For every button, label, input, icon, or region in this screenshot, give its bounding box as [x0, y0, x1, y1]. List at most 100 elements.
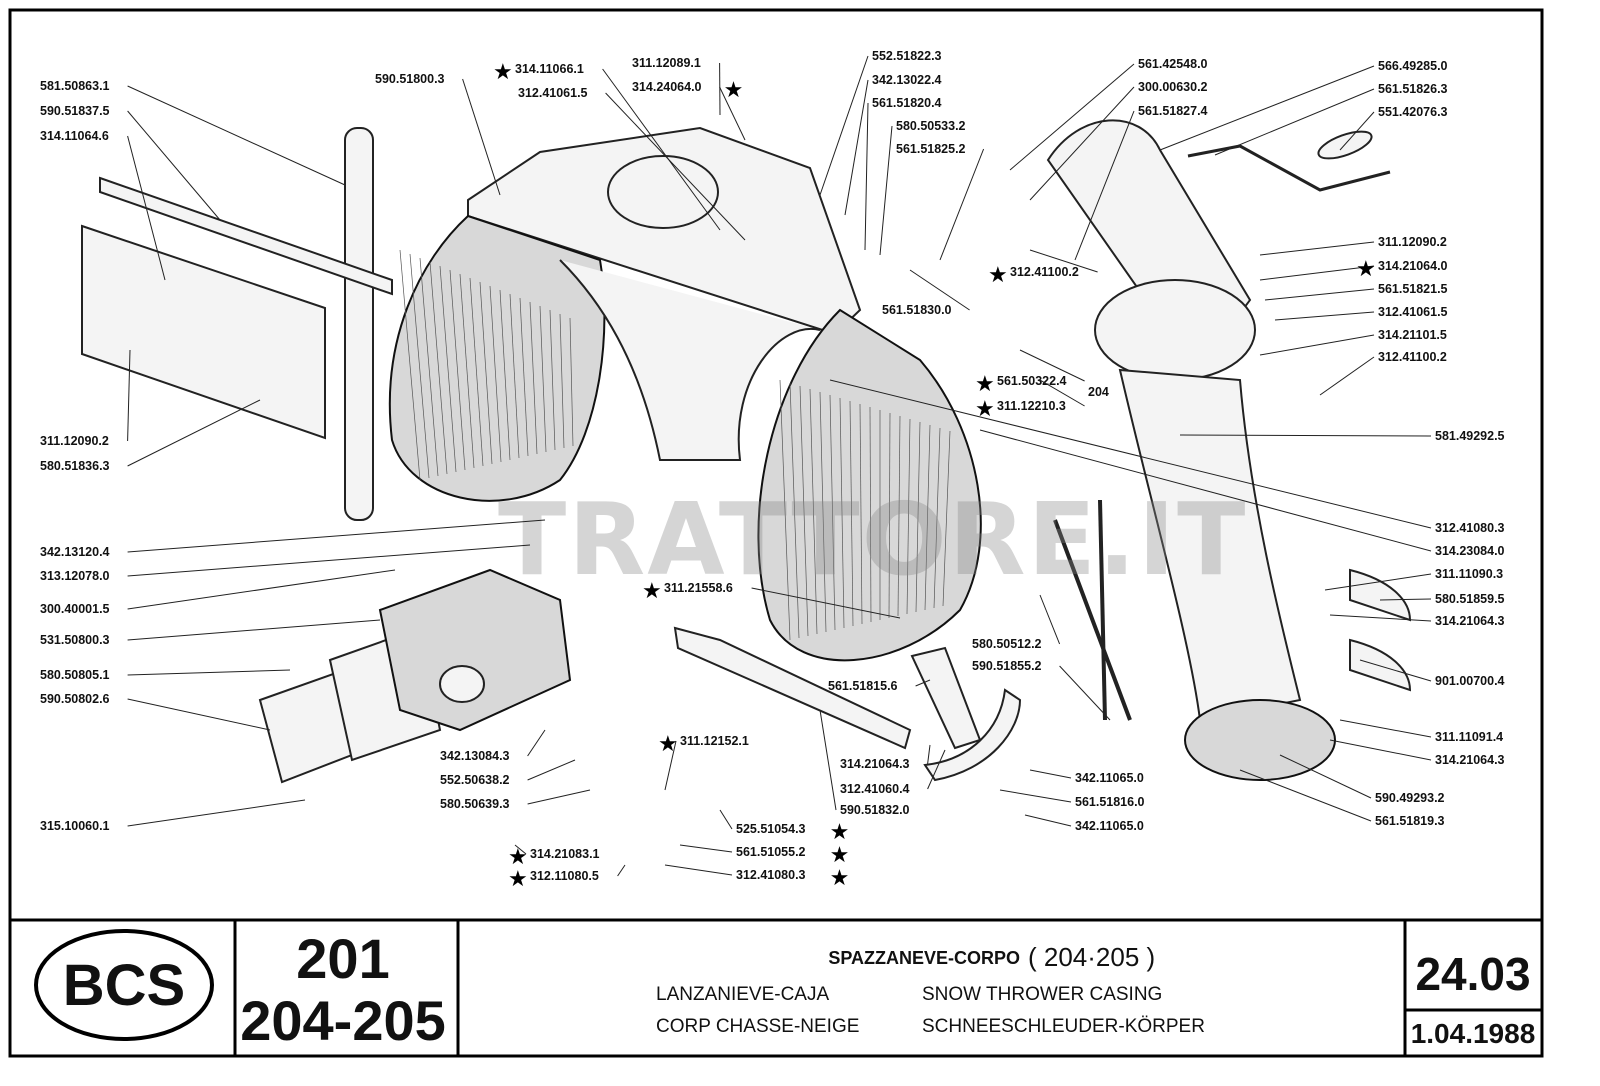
part-number: 312.11080.5 — [530, 869, 599, 883]
leader-line — [127, 85, 346, 186]
leader-line — [1179, 434, 1432, 437]
star-icon: ★ — [988, 263, 1008, 288]
leader-line — [1339, 111, 1375, 151]
part-label: 525.51054.3 ★ — [719, 809, 850, 845]
part-number: 566.49285.0 — [1378, 59, 1448, 73]
hatch-line — [915, 421, 921, 613]
part-label: 342.13022.4 — [844, 73, 942, 216]
part-label: 311.12090.2 — [40, 349, 131, 448]
part-number: 580.50533.2 — [896, 119, 966, 133]
part-number: 580.50639.3 — [440, 797, 510, 811]
part-label: 561.51826.3 — [1214, 82, 1448, 156]
title-italian: SPAZZANEVE-CORPO — [828, 948, 1020, 968]
part-number: 312.41100.2 — [1010, 265, 1079, 279]
part-number: 311.12089.1 — [632, 56, 701, 70]
hatch-line — [897, 415, 901, 617]
leader-line — [127, 799, 306, 827]
hatch-line — [449, 269, 466, 471]
leader-line — [127, 110, 221, 221]
model-numbers-line1: 201 — [296, 927, 389, 990]
leader-line — [1279, 754, 1372, 799]
hatch-line — [459, 273, 475, 469]
chute-opening — [607, 155, 719, 229]
part-number: 313.12078.0 — [40, 569, 110, 583]
leader-line — [1319, 356, 1375, 396]
part-number: 312.41061.5 — [518, 86, 588, 100]
part-label: 314.21064.3 — [1329, 739, 1505, 767]
star-icon: ★ — [830, 820, 850, 845]
leader-line — [939, 148, 985, 261]
hatch-line — [779, 379, 791, 641]
part-number: 311.11091.4 — [1435, 730, 1503, 744]
leader-line — [909, 269, 970, 311]
part-label: 313.12078.0 — [40, 544, 531, 583]
hatch-line — [509, 293, 520, 459]
leader-line — [679, 844, 733, 853]
part-number: 312.41061.5 — [1378, 305, 1448, 319]
leader-line — [1029, 86, 1135, 201]
part-number: 590.49293.2 — [1375, 791, 1445, 805]
part-label: 314.11066.1★ — [493, 60, 721, 231]
housing-back-wall — [559, 259, 821, 461]
part-number: 590.51800.3 — [375, 72, 445, 86]
part-number: 314.21101.5 — [1378, 328, 1447, 342]
leader-line — [1039, 379, 1085, 407]
leader-line — [999, 789, 1072, 803]
leader-line — [1339, 719, 1432, 738]
part-label: 581.49292.5 — [1179, 429, 1505, 443]
star-icon: ★ — [658, 732, 678, 757]
part-label: 312.41080.3 — [829, 379, 1505, 535]
hatch-line — [539, 305, 547, 453]
part-label: 901.00700.4 — [1359, 659, 1505, 688]
part-number: 300.40001.5 — [40, 602, 110, 616]
part-number: 342.13084.3 — [440, 749, 510, 763]
hatch-line — [906, 418, 911, 615]
star-icon: ★ — [508, 845, 528, 870]
star-icon: ★ — [508, 867, 528, 892]
part-number: 561.51819.3 — [1375, 814, 1445, 828]
leader-line — [1274, 311, 1375, 321]
leader-line — [127, 669, 291, 676]
page-number: 24.03 — [1415, 948, 1530, 1000]
part-number: 312.41080.3 — [736, 868, 806, 882]
hatch-line — [469, 277, 484, 467]
part-label: 314.21101.5 — [1259, 328, 1447, 356]
leader-line — [844, 79, 869, 216]
part-number: 312.41080.3 — [1435, 521, 1505, 535]
leader-line — [527, 729, 546, 757]
part-number: 552.50638.2 — [440, 773, 510, 787]
hatch-line — [819, 391, 827, 633]
leader-line — [829, 379, 1432, 529]
part-number: 561.51821.5 — [1378, 282, 1448, 296]
part-label: 312.41061.5 — [518, 86, 746, 241]
leader-line — [602, 68, 721, 231]
part-label: 561.51820.4 — [864, 96, 942, 251]
scraper-plate — [81, 224, 326, 440]
part-label: 580.50805.1 — [40, 668, 291, 682]
part-label: 312.41061.5 — [1274, 305, 1448, 321]
leader-line — [915, 679, 931, 687]
deflector-blade — [1349, 568, 1412, 622]
part-label: 531.50800.3 — [40, 619, 381, 647]
hatch-line — [859, 403, 863, 625]
part-number: 552.51822.3 — [872, 49, 942, 63]
part-number: 901.00700.4 — [1435, 674, 1505, 688]
part-number: 580.50805.1 — [40, 668, 110, 682]
part-label: 580.51836.3 — [40, 399, 261, 473]
leader-line — [514, 844, 527, 855]
chute-lower-tube — [1118, 368, 1302, 722]
hatch-line — [933, 427, 941, 609]
part-label: 552.51822.3 — [819, 49, 942, 196]
title-german: SCHNEESCHLEUDER-KÖRPER — [922, 1016, 1205, 1037]
part-label: 580.50639.3 — [440, 789, 591, 811]
part-number: 580.51859.5 — [1435, 592, 1505, 606]
part-number: 561.42548.0 — [1138, 57, 1208, 71]
part-label: 300.40001.5 — [40, 569, 396, 616]
hatch-line — [559, 313, 565, 449]
part-number: 525.51054.3 — [736, 822, 806, 836]
part-label: 580.50512.2 — [972, 594, 1061, 651]
chute-ring-flange — [1094, 279, 1256, 381]
leader-line — [819, 709, 837, 811]
part-label: 312.41060.4 — [840, 749, 946, 796]
